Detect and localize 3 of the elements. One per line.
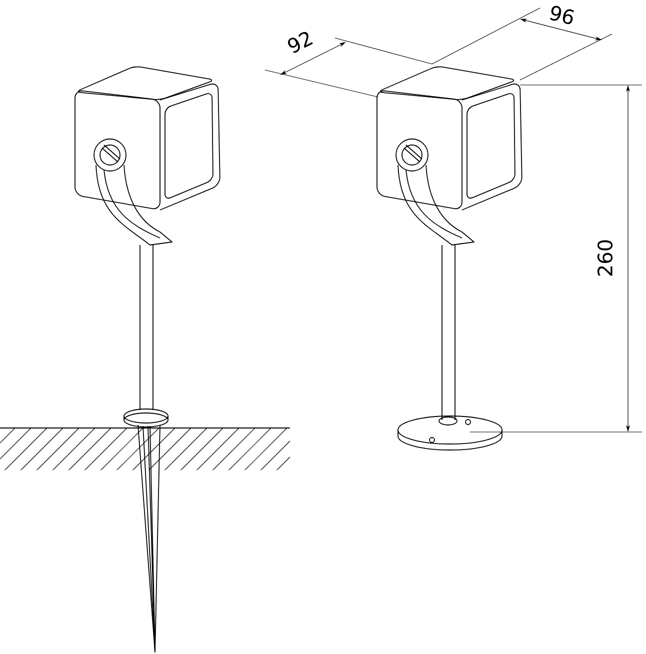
dimension-label: 96 <box>550 6 574 24</box>
dimension-label: 260 <box>597 240 613 276</box>
dimension-label: 92 <box>288 32 313 53</box>
